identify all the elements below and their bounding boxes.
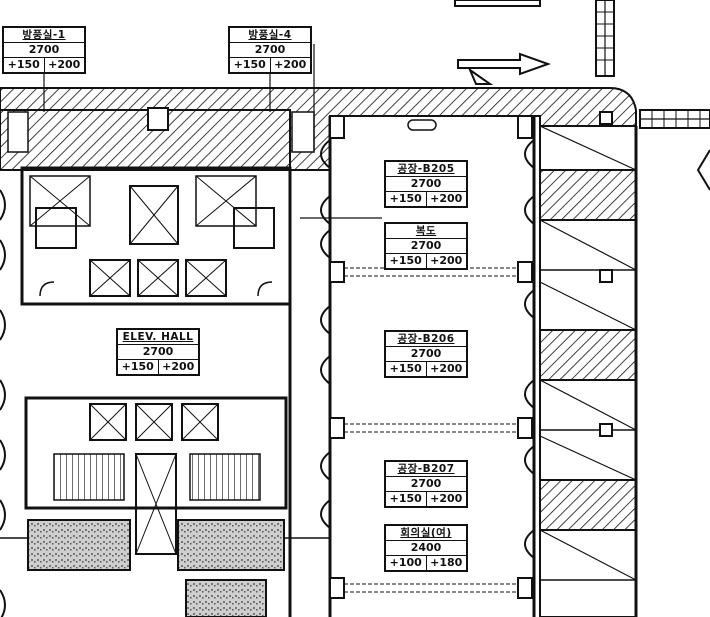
room-tag-height: 2700 [230,43,310,58]
room-tag-name: ELEV. HALL [118,330,198,345]
lobby-floor [0,519,330,617]
room-tag-elev-hall: ELEV. HALL 2700 +150+200 [116,328,200,376]
room-tag-b205: 공장-B205 2700 +150+200 [384,160,468,208]
room-tag-b207: 공장-B207 2700 +150+200 [384,460,468,508]
room-tag-height: 2400 [386,541,466,556]
room-tag-name: 공장-B207 [386,462,466,477]
room-tag-name: 공장-B205 [386,162,466,177]
room-tag-name: 복도 [386,224,466,239]
room-tag-bangpung-1: 방풍실-1 2700 +150+200 [2,26,86,74]
room-tag-height: 2700 [386,477,466,492]
upper-core [20,166,292,306]
room-tag-offset-b: +180 [430,556,463,569]
room-tag-meeting: 회의실(여) 2400 +100+180 [384,524,468,572]
room-tag-height: 2700 [386,239,466,254]
corridor-walls [288,115,536,617]
room-tag-bangpung-4: 방풍실-4 2700 +150+200 [228,26,312,74]
room-tag-height: 2700 [4,43,84,58]
room-tag-offset-b: +200 [162,360,195,373]
left-facade [0,189,6,617]
leader-lines [43,44,315,150]
entrance-arrows [454,0,551,85]
room-tag-name: 방풍실-1 [4,28,84,43]
column-grid-top [595,0,710,191]
room-tag-offset-a: +150 [386,492,427,506]
room-tag-offset-a: +150 [118,360,159,374]
room-tag-offset-b: +200 [430,192,463,205]
room-tag-height: 2700 [386,347,466,362]
room-tag-offset-a: +150 [230,58,271,72]
room-tag-offset-b: +200 [274,58,307,71]
room-tag-b206: 공장-B206 2700 +150+200 [384,330,468,378]
room-tag-offset-a: +150 [4,58,45,72]
room-tag-height: 2700 [386,177,466,192]
room-tag-offset-b: +200 [48,58,81,71]
room-tag-offset-a: +150 [386,192,427,206]
room-tag-name: 방풍실-4 [230,28,310,43]
door-swings [320,139,535,559]
room-tag-name: 회의실(여) [386,526,466,541]
room-tag-offset-a: +100 [386,556,427,570]
room-tag-offset-a: +150 [386,254,427,268]
lower-core [24,396,288,555]
room-tag-offset-b: +200 [430,492,463,505]
room-tag-corridor: 복도 2700 +150+200 [384,222,468,270]
room-tag-height: 2700 [118,345,198,360]
room-tag-offset-b: +200 [430,254,463,267]
room-tag-offset-b: +200 [430,362,463,375]
exterior-wall [0,87,637,171]
room-tag-offset-a: +150 [386,362,427,376]
right-bays [539,111,638,617]
room-tag-name: 공장-B206 [386,332,466,347]
